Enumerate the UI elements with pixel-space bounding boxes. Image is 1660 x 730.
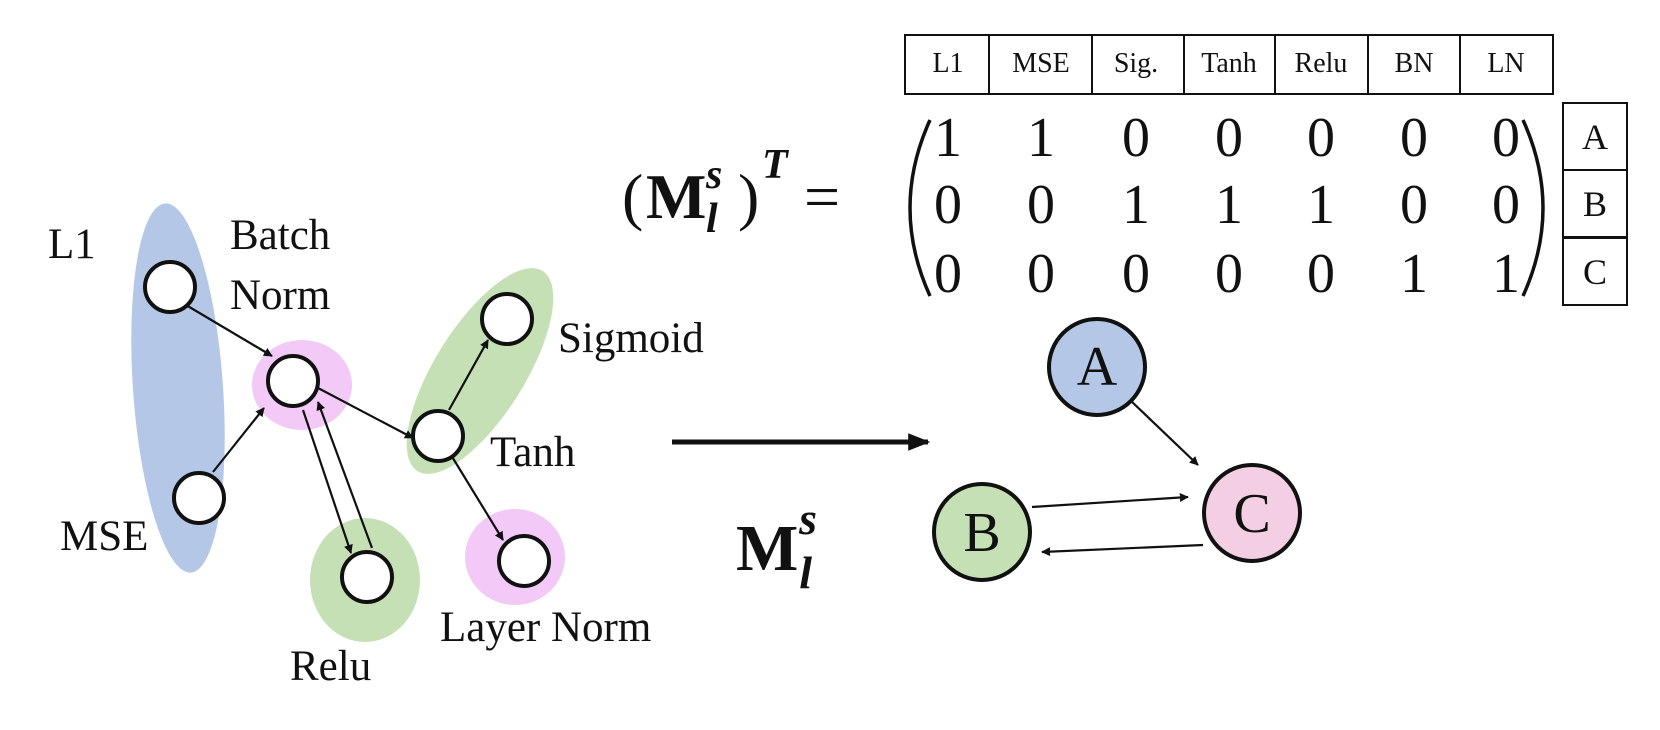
- matrix-value: 0: [1307, 107, 1335, 169]
- edge-A-to-C: [1129, 399, 1199, 466]
- equation-M: M: [646, 161, 706, 232]
- matrix-left-bracket: [908, 119, 932, 297]
- node-sigmoid: [480, 292, 534, 346]
- matrix-value: 1: [1122, 174, 1150, 236]
- matrix-value: 1: [1215, 174, 1243, 236]
- matrix-value: 0: [934, 243, 962, 305]
- matrix-value: 0: [1215, 243, 1243, 305]
- matrix-header-cell: [1367, 34, 1461, 95]
- equation-transpose: T: [762, 142, 790, 188]
- matrix-header-cell: [1274, 34, 1369, 95]
- matrix-value: 0: [1307, 243, 1335, 305]
- left-graph-edges: [185, 304, 504, 554]
- matrix-row-label: B: [1583, 184, 1607, 224]
- cluster-node-C: [1202, 463, 1302, 563]
- matrix-value: 0: [1492, 107, 1520, 169]
- matrix-value: 0: [934, 174, 962, 236]
- cluster-graph-nodes: A B C: [932, 317, 1302, 582]
- node-mse: [172, 471, 226, 525]
- cluster-node-A-label: A: [1077, 336, 1118, 398]
- matrix-row-label-cell: [1562, 169, 1628, 238]
- label-sigmoid: Sigmoid: [558, 315, 704, 362]
- matrix-header-cell: [1091, 34, 1185, 95]
- label-batchnorm-line2: Norm: [230, 272, 330, 319]
- edge-mse-to-batchnorm: [212, 407, 265, 473]
- label-tanh: Tanh: [490, 429, 575, 476]
- label-layernorm: Layer Norm: [440, 604, 651, 651]
- cluster-node-C-label: C: [1233, 483, 1270, 545]
- matrix-row-label: C: [1583, 252, 1607, 292]
- matrix-row-label: A: [1582, 117, 1608, 157]
- matrix-row-labels: ABC: [1562, 102, 1628, 306]
- node-l1: [143, 260, 197, 314]
- matrix-header-label: Sig.: [1114, 48, 1158, 79]
- matrix-value: 0: [1492, 174, 1520, 236]
- matrix-header-cell: [1183, 34, 1276, 95]
- cluster-node-A: [1047, 317, 1147, 417]
- matrix-column-headers: L1 MSE Sig. Tanh Relu BN LN: [904, 34, 1554, 95]
- equation: ( M l s ) T =: [622, 142, 840, 242]
- edge-tanh-to-sigmoid: [448, 339, 489, 411]
- node-layernorm: [497, 534, 551, 588]
- equation-close-paren: ): [738, 161, 759, 232]
- matrix-value: 1: [1307, 174, 1335, 236]
- matrix-header-cell: [988, 34, 1093, 95]
- edge-batchnorm-to-relu: [301, 409, 353, 554]
- matrix-value: 1: [1027, 107, 1055, 169]
- matrix-value: 0: [1122, 107, 1150, 169]
- edge-B-to-C: [1031, 493, 1189, 509]
- matrix-header-label: L1: [932, 48, 963, 79]
- edge-batchnorm-to-tanh: [317, 387, 414, 439]
- matrix-value: 0: [1215, 107, 1243, 169]
- matrix-header-label: MSE: [1012, 48, 1070, 79]
- label-relu: Relu: [290, 643, 371, 690]
- left-graph-labels: L1 Batch Norm Sigmoid Tanh MSE Relu Laye…: [48, 212, 704, 690]
- equation-sub: l: [706, 196, 718, 242]
- matrix-header-label: LN: [1487, 48, 1524, 79]
- edge-tanh-to-layernorm: [450, 454, 504, 541]
- label-batchnorm-line1: Batch: [230, 212, 330, 259]
- cluster-node-B-label: B: [963, 502, 1000, 564]
- edge-relu-to-batchnorm: [316, 401, 374, 549]
- matrix-header-cell: [1459, 34, 1554, 95]
- matrix-value: 1: [1492, 243, 1520, 305]
- matrix-header-label: BN: [1395, 48, 1434, 79]
- matrix-value: 0: [1400, 174, 1428, 236]
- left-graph-nodes: [143, 260, 551, 604]
- edge-l1-to-batchnorm: [185, 304, 273, 357]
- label-mse: MSE: [60, 513, 148, 560]
- matrix-row-label-cell: [1562, 237, 1628, 306]
- label-l1: L1: [48, 221, 96, 268]
- matrix-header-label: Relu: [1295, 48, 1348, 79]
- node-relu: [340, 550, 394, 604]
- cluster-graph-edges: [1031, 399, 1204, 557]
- equation-equals: =: [804, 161, 840, 232]
- node-batchnorm: [266, 354, 320, 408]
- matrix-value: 0: [1400, 107, 1428, 169]
- matrix-value: 0: [1122, 243, 1150, 305]
- matrix-right-bracket: [1521, 119, 1545, 297]
- matrix-header-label: Tanh: [1201, 48, 1257, 79]
- matrix-value: 1: [1400, 243, 1428, 305]
- matrix-value: 1: [934, 107, 962, 169]
- matrix-value: 0: [1027, 174, 1055, 236]
- equation-open-paren: (: [622, 161, 643, 232]
- arrow-label: Mls: [736, 493, 817, 598]
- equation-sup: s: [705, 152, 722, 198]
- node-tanh: [411, 409, 465, 463]
- edge-C-to-B: [1041, 543, 1204, 557]
- cluster-node-B: [932, 482, 1032, 582]
- matrix-value: 0: [1027, 243, 1055, 305]
- matrix-row-label-cell: [1562, 102, 1628, 171]
